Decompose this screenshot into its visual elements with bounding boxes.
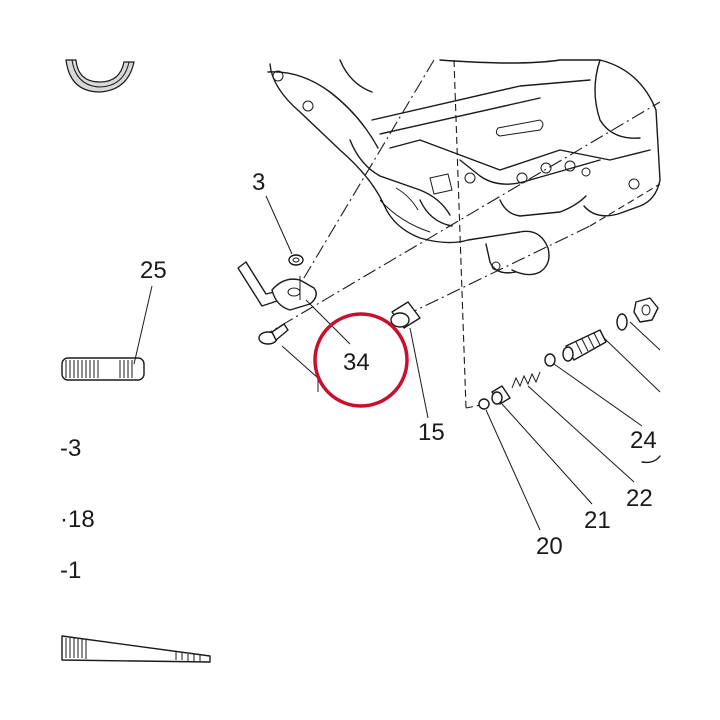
axis-line bbox=[589, 183, 661, 227]
seal-ring-fragment bbox=[65, 59, 135, 93]
part-15-bushing bbox=[390, 301, 421, 329]
hex-nut bbox=[633, 297, 659, 323]
washer-2 bbox=[616, 313, 628, 331]
axis-line bbox=[453, 59, 467, 409]
part-25-stud bbox=[61, 357, 145, 381]
part-22-spring bbox=[511, 371, 541, 389]
part-34-plate bbox=[271, 276, 317, 311]
label-25: 25 bbox=[140, 257, 167, 284]
label-18: ·18 bbox=[60, 506, 95, 533]
label-34: 34 bbox=[343, 349, 370, 376]
label-minus-3: -3 bbox=[60, 435, 81, 462]
axis-line bbox=[259, 101, 661, 339]
axis-line bbox=[291, 59, 435, 299]
label-24: 24 bbox=[630, 427, 657, 454]
highlight-circle bbox=[313, 312, 409, 408]
part-24-bolt bbox=[562, 329, 607, 362]
label-21: 21 bbox=[584, 507, 611, 534]
label-22: 22 bbox=[626, 485, 653, 512]
part-3-washer bbox=[288, 254, 304, 266]
label-3: 3 bbox=[252, 169, 265, 196]
leader-lines bbox=[133, 195, 661, 531]
long-stud-fragment bbox=[61, 635, 211, 663]
washer bbox=[544, 353, 556, 367]
crankcase-housing bbox=[267, 59, 661, 276]
screw bbox=[258, 323, 289, 345]
part-fragment bbox=[641, 455, 661, 464]
label-15: 15 bbox=[418, 419, 445, 446]
part-20-ball bbox=[478, 398, 490, 410]
axis-line bbox=[403, 225, 591, 317]
part-21-plunger bbox=[491, 385, 511, 405]
label-minus-1: -1 bbox=[60, 557, 81, 584]
label-20: 20 bbox=[536, 533, 563, 560]
